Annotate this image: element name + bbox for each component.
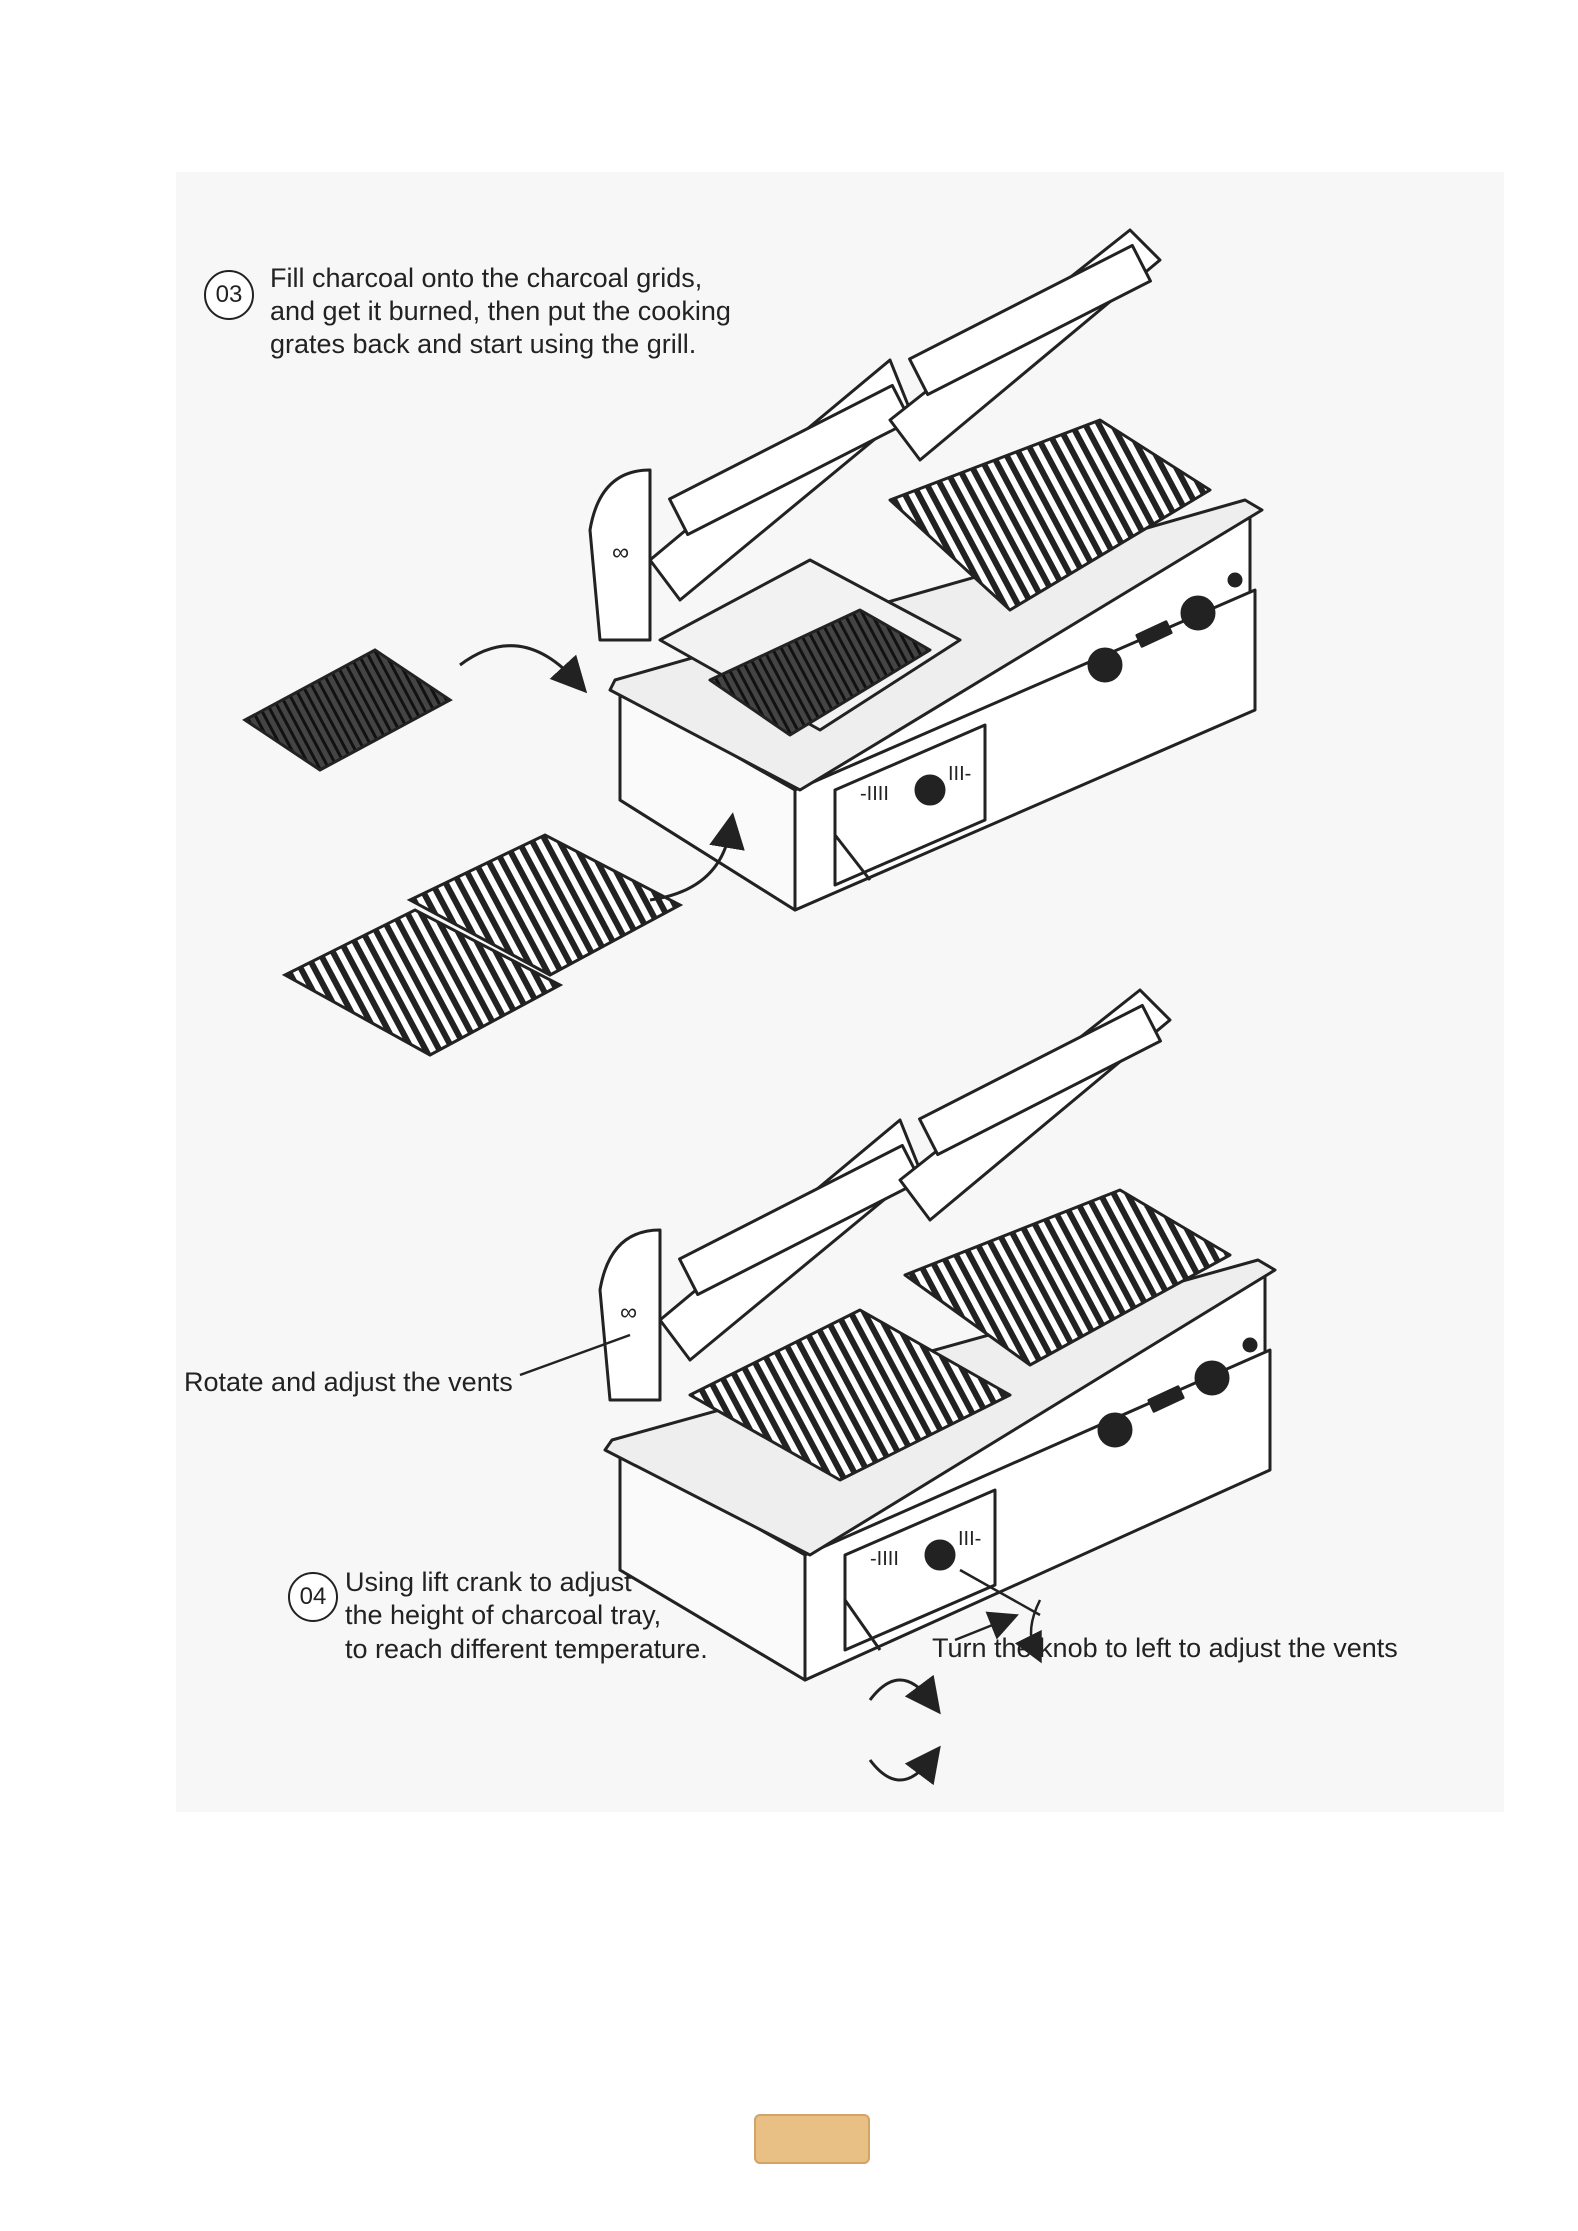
page-number-badge [754,2114,870,2164]
grill-bottom: ∞ -IIII III- [598,988,1277,1682]
arrow-grates [649,812,745,902]
vents-callout: Rotate and adjust the vents [184,1367,513,1397]
step-03-line-3: grates back and start using the grill. [270,329,697,359]
charcoal-grids [242,648,453,772]
arrow-charcoal [459,644,588,694]
step-04-line-3: to reach different temperature. [345,1634,708,1664]
step-04-line-1: Using lift crank to adjust [345,1567,632,1597]
rotate-arrow-down [868,1745,941,1786]
step-03-line-1: Fill charcoal onto the charcoal grids, [270,263,703,293]
grill-top: ∞ -IIII III- [588,228,1264,912]
svg-text:III-: III- [958,1528,981,1550]
step-04-line-2: the height of charcoal tray, [345,1600,662,1630]
svg-text:III-: III- [948,763,971,785]
knob-callout: Turn the knob to left to adjust the vent… [932,1633,1398,1663]
step-03-badge: 03 [204,270,254,320]
step-04-badge: 04 [288,1572,338,1622]
cooking-grates [281,833,684,1057]
vents-leader [519,1333,631,1377]
rotate-arrow-up [868,1674,941,1715]
step-03-line-2: and get it burned, then put the cooking [270,296,731,326]
knob-leader [959,1568,1041,1617]
svg-text:-IIII: -IIII [860,783,889,805]
svg-text:-IIII: -IIII [870,1548,899,1570]
svg-text:∞: ∞ [620,1299,637,1326]
svg-text:∞: ∞ [612,539,629,566]
